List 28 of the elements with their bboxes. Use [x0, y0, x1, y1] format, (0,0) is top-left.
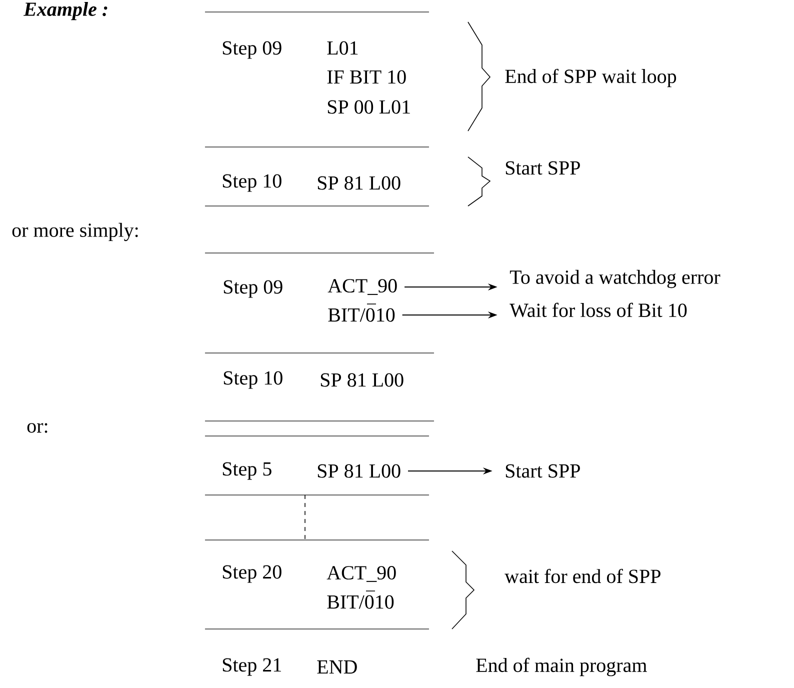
annotation-text: End of main program [476, 658, 647, 676]
note-text: or more simply: [12, 222, 138, 242]
code-text: BIT/010 [327, 590, 394, 609]
annotation-text: Start SPP [506, 464, 580, 478]
code-text: Step 21 [222, 658, 281, 676]
code-text: Step 09 [222, 41, 282, 59]
code-text: IF BIT 10 [327, 70, 406, 84]
annotation-text: wait for end of SPP [504, 568, 660, 584]
code-text: SP 81 L00 [318, 176, 400, 190]
code-text: SP 81 L00 [320, 373, 404, 387]
annotation-text: To avoid a watchdog error [510, 270, 720, 288]
code-text: Step 20 [222, 565, 282, 583]
code-text: Step 09 [224, 280, 282, 298]
code-text: Step 10 [224, 371, 282, 389]
code-text: Step 5 [222, 462, 272, 480]
code-text: ACT_90 [326, 566, 396, 582]
annotation-text: Wait for loss of Bit 10 [510, 302, 687, 318]
code-line: ACT_90 [328, 279, 397, 295]
annotation-text: Start SPP [506, 161, 580, 175]
code-line: SP 81 L00 [318, 464, 400, 478]
code-text: SP 00 L01 [328, 100, 410, 114]
note-text: or: [27, 423, 48, 433]
code-text: END [317, 660, 357, 674]
code-text: Step 10 [222, 174, 282, 192]
code-text: L01 [327, 41, 358, 55]
annotation-text: End of SPP wait loop [505, 68, 676, 88]
code-line: BIT/010 [328, 304, 395, 322]
example-heading: Example : [23, 2, 108, 20]
